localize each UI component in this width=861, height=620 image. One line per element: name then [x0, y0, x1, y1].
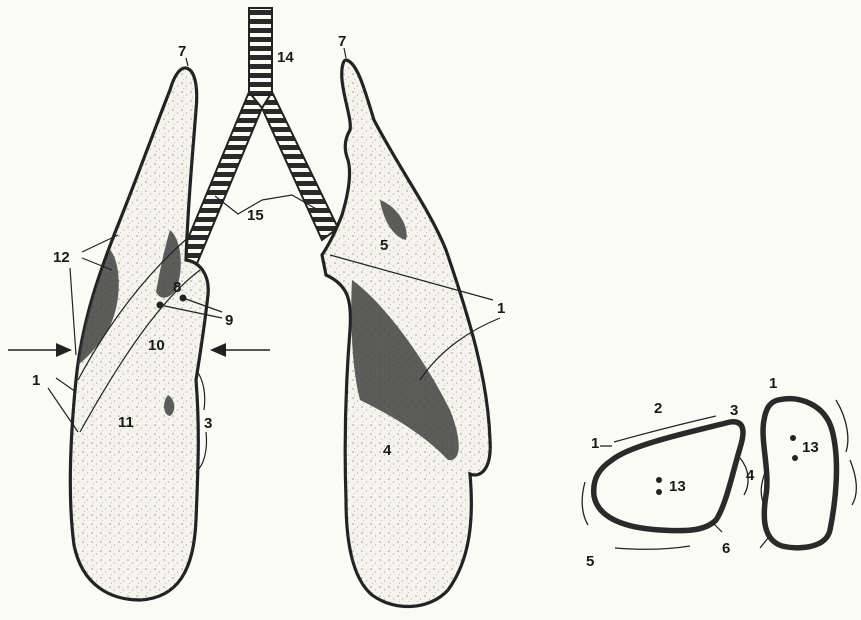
right-main-bronchus: [262, 92, 338, 240]
label-1-cross-b: 1: [769, 375, 777, 392]
cross-section-vertical: [760, 399, 856, 548]
lung-right: [322, 60, 500, 606]
cross-section-horizontal: [582, 416, 748, 549]
label-4-lung: 4: [383, 442, 392, 459]
label-6: 6: [722, 540, 730, 557]
lung-left: [70, 68, 208, 600]
label-13-b: 13: [802, 439, 819, 456]
label-7-left: 7: [178, 43, 186, 60]
left-arrow: [8, 343, 72, 357]
label-1-fissure: 1: [32, 372, 40, 389]
label-5-cross: 5: [586, 553, 594, 570]
label-3-cross: 3: [730, 402, 738, 419]
trachea: [249, 8, 272, 95]
label-7-right: 7: [338, 33, 346, 50]
label-2: 2: [654, 400, 662, 417]
label-9: 9: [225, 312, 233, 329]
label-13-a: 13: [669, 478, 686, 495]
label-1-cross-a: 1: [591, 435, 599, 452]
right-arrow: [210, 343, 270, 357]
label-1-hilum: 1: [497, 300, 505, 317]
label-8: 8: [173, 279, 181, 296]
label-14: 14: [277, 49, 294, 66]
label-12: 12: [53, 249, 70, 266]
label-3-lung: 3: [204, 415, 212, 432]
label-10: 10: [148, 337, 165, 354]
label-5-lung: 5: [380, 237, 388, 254]
label-11: 11: [118, 414, 134, 431]
label-4-cross: 4: [746, 467, 755, 484]
label-15: 15: [247, 207, 264, 224]
